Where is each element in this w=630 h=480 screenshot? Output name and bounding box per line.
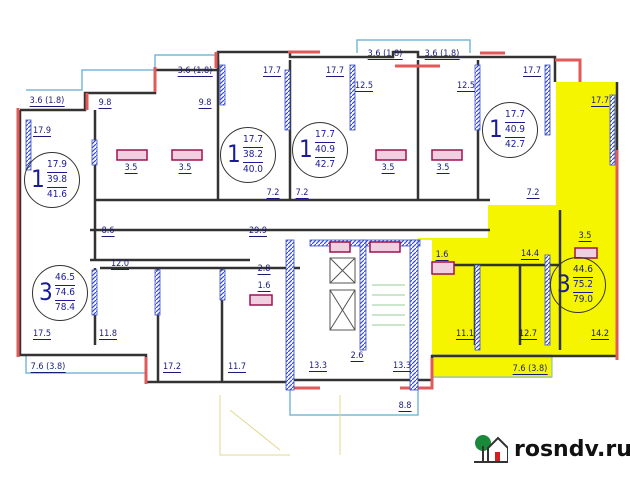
living-area: 17.9 bbox=[47, 158, 68, 173]
vent-shafts bbox=[116, 149, 598, 306]
room-count: 1 bbox=[489, 115, 503, 143]
room-area-label: 17.2 bbox=[162, 362, 182, 373]
room-area-label: 17.7 bbox=[262, 66, 282, 77]
room-area-label: 17.7 bbox=[522, 66, 542, 77]
room-area-label: 29.9 bbox=[248, 226, 268, 237]
room-count: 1 bbox=[227, 140, 241, 168]
room-area-label: 9.8 bbox=[98, 98, 112, 109]
room-area-label: 12.0 bbox=[110, 259, 130, 270]
entrance-porch bbox=[219, 395, 341, 456]
room-area-label: 17.9 bbox=[32, 126, 52, 137]
room-area-label: 7.2 bbox=[295, 188, 309, 199]
room-area-label: 9.8 bbox=[198, 98, 212, 109]
living-area: 46.5 bbox=[55, 271, 76, 286]
site-logo[interactable]: rosndv.ru bbox=[474, 434, 630, 464]
room-area-label: 12.5 bbox=[456, 81, 476, 92]
room-area-label: 3.6 (1.8) bbox=[29, 96, 65, 107]
room-area-label: 12.7 bbox=[518, 329, 538, 340]
total-area: 40.9 bbox=[315, 143, 336, 158]
room-area-label: 3.5 bbox=[578, 231, 592, 242]
room-area-label: 1.6 bbox=[257, 281, 271, 292]
room-area-label: 3.5 bbox=[124, 163, 138, 174]
total-area-balcony: 78.4 bbox=[55, 302, 76, 313]
room-area-label: 11.7 bbox=[227, 362, 247, 373]
elevators bbox=[329, 257, 356, 331]
room-area-label: 3.6 (1.8) bbox=[367, 49, 403, 60]
room-area-label: 2.8 bbox=[257, 264, 271, 275]
room-area-label: 13.3 bbox=[308, 361, 328, 372]
hatched-walls bbox=[25, 64, 616, 391]
room-area-label: 3.5 bbox=[436, 163, 450, 174]
room-count: 1 bbox=[299, 135, 313, 163]
room-area-label: 1.6 bbox=[435, 250, 449, 261]
room-count: 1 bbox=[31, 165, 45, 193]
room-area-label: 3.6 (1.8) bbox=[177, 66, 213, 77]
house-tree-icon bbox=[474, 435, 508, 463]
room-area-label: 7.6 (3.8) bbox=[30, 362, 66, 373]
total-area: 74.6 bbox=[55, 286, 76, 301]
total-area-balcony: 42.7 bbox=[505, 139, 526, 150]
room-area-label: 14.2 bbox=[590, 329, 610, 340]
room-area-label: 7.2 bbox=[266, 188, 280, 199]
room-area-label: 3.5 bbox=[178, 163, 192, 174]
living-area: 44.6 bbox=[573, 263, 594, 278]
living-area: 17.7 bbox=[315, 128, 336, 143]
room-area-label: 8.8 bbox=[398, 401, 412, 412]
room-area-label: 7.6 (3.8) bbox=[512, 364, 548, 375]
stairs bbox=[372, 284, 405, 326]
total-area-balcony: 40.0 bbox=[243, 164, 264, 175]
exterior-walls bbox=[16, 50, 619, 390]
room-count: 3 bbox=[39, 278, 53, 306]
total-area-balcony: 42.7 bbox=[315, 159, 336, 170]
logo-text: rosndv.ru bbox=[514, 436, 630, 462]
room-area-label: 14.4 bbox=[520, 249, 540, 260]
room-area-label: 17.7 bbox=[590, 96, 610, 107]
room-area-label: 3.5 bbox=[381, 163, 395, 174]
room-area-label: 12.5 bbox=[354, 81, 374, 92]
total-area: 75.2 bbox=[573, 278, 594, 293]
room-area-label: 17.5 bbox=[32, 329, 52, 340]
living-area: 17.7 bbox=[243, 133, 264, 148]
balconies bbox=[25, 39, 471, 416]
room-area-label: 8.6 bbox=[101, 226, 115, 237]
room-area-label: 13.3 bbox=[392, 361, 412, 372]
living-area: 17.7 bbox=[505, 108, 526, 123]
total-area-balcony: 79.0 bbox=[573, 294, 594, 305]
room-area-label: 3.6 (1.8) bbox=[424, 49, 460, 60]
room-area-label: 11.1 bbox=[455, 329, 475, 340]
room-area-label: 17.7 bbox=[325, 66, 345, 77]
room-count: 3 bbox=[557, 270, 571, 298]
total-area: 38.2 bbox=[243, 148, 264, 163]
total-area: 39.8 bbox=[47, 173, 68, 188]
room-area-label: 2.6 bbox=[350, 351, 364, 362]
total-area-balcony: 41.6 bbox=[47, 189, 68, 200]
room-area-label: 11.8 bbox=[98, 329, 118, 340]
total-area: 40.9 bbox=[505, 123, 526, 138]
room-area-label: 7.2 bbox=[526, 188, 540, 199]
